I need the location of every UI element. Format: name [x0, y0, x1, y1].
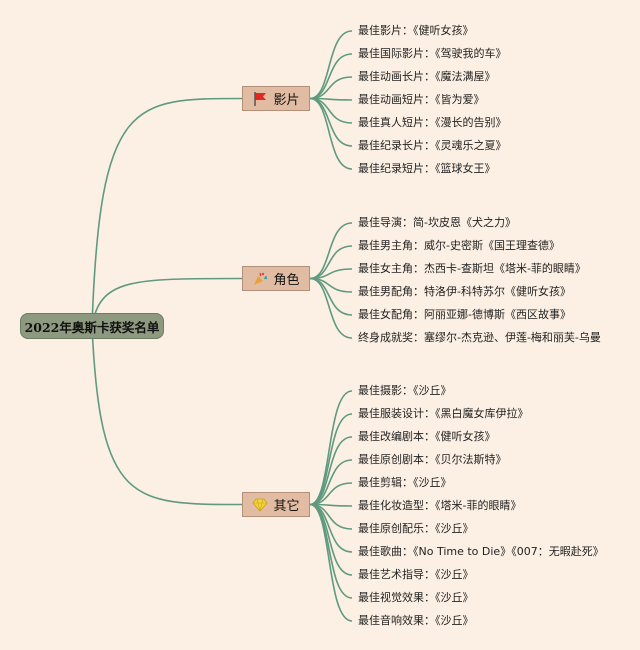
- leaf-item[interactable]: 最佳影片：《健听女孩》: [358, 24, 474, 37]
- leaf-item[interactable]: 最佳艺术指导：《沙丘》: [358, 568, 474, 581]
- leaf-item[interactable]: 终身成就奖：塞缪尔-杰克逊、伊莲-梅和丽芙-乌曼: [358, 331, 601, 344]
- leaf-item[interactable]: 最佳原创剧本：《贝尔法斯特》: [358, 453, 507, 466]
- connector-branch-1-leaf-7: [309, 97, 353, 170]
- leaf-item[interactable]: 最佳服装设计：《黑白魔女库伊拉》: [358, 407, 529, 420]
- leaf-item[interactable]: 最佳真人短片：《漫长的告别》: [358, 116, 507, 129]
- connector-root-to-1: [91, 97, 243, 327]
- branch-label: 角色: [273, 273, 300, 288]
- connector-root-to-2: [91, 277, 243, 327]
- connector-branch-3-leaf-1: [309, 390, 353, 506]
- leaf-item[interactable]: 最佳男主角：威尔-史密斯《国王理查德》: [358, 239, 560, 252]
- connector-branch-2-leaf-1: [309, 222, 353, 280]
- party-popper-icon: [252, 271, 268, 287]
- connector-branch-3-leaf-9: [309, 503, 353, 576]
- leaf-item[interactable]: 最佳视觉效果：《沙丘》: [358, 591, 474, 604]
- connector-branch-3-leaf-11: [309, 503, 353, 622]
- red-flag-icon: [252, 91, 268, 107]
- connector-branch-3-leaf-3: [309, 436, 353, 506]
- leaf-item[interactable]: 最佳女配角：阿丽亚娜-德博斯《西区故事》: [358, 308, 571, 321]
- leaf-item[interactable]: 最佳摄影：《沙丘》: [358, 384, 452, 397]
- branch-label: 影片: [273, 93, 300, 108]
- leaf-item[interactable]: 最佳纪录长片：《灵魂乐之夏》: [358, 139, 507, 152]
- branch-label: 其它: [273, 499, 300, 514]
- connector-branch-1-leaf-1: [309, 30, 353, 100]
- leaf-item[interactable]: 最佳纪录短片：《篮球女王》: [358, 162, 496, 175]
- branch-node-2[interactable]: 角色: [242, 266, 310, 291]
- leaf-item[interactable]: 最佳化妆造型：《塔米-菲的眼睛》: [358, 499, 522, 512]
- leaf-item[interactable]: 最佳动画长片：《魔法满屋》: [358, 70, 496, 83]
- connector-branch-3-leaf-2: [309, 413, 353, 506]
- branch-node-3[interactable]: 其它: [242, 492, 310, 517]
- branch-node-1[interactable]: 影片: [242, 86, 310, 111]
- leaf-item[interactable]: 最佳剪辑：《沙丘》: [358, 476, 452, 489]
- leaf-item[interactable]: 最佳国际影片：《驾驶我的车》: [358, 47, 507, 60]
- leaf-item[interactable]: 最佳音响效果：《沙丘》: [358, 614, 474, 627]
- root-node[interactable]: 2022年奥斯卡获奖名单: [20, 313, 164, 339]
- leaf-item[interactable]: 最佳导演：简-坎皮恩《犬之力》: [358, 216, 516, 229]
- leaf-item[interactable]: 最佳男配角：特洛伊-科特苏尔《健听女孩》: [358, 285, 571, 298]
- leaf-item[interactable]: 最佳改编剧本：《健听女孩》: [358, 430, 496, 443]
- connector-branch-2-leaf-5: [309, 277, 353, 316]
- leaf-item[interactable]: 最佳歌曲：《No Time to Die》《007：无暇赴死》: [358, 545, 604, 558]
- leaf-item[interactable]: 最佳女主角：杰西卡-查斯坦《塔米-菲的眼睛》: [358, 262, 586, 275]
- leaf-item[interactable]: 最佳原创配乐：《沙丘》: [358, 522, 474, 535]
- connector-branch-2-leaf-6: [309, 277, 353, 339]
- yellow-diamond-icon: [252, 497, 268, 513]
- connector-root-to-3: [91, 325, 243, 506]
- leaf-item[interactable]: 最佳动画短片：《皆为爱》: [358, 93, 485, 106]
- connector-branch-1-leaf-5: [309, 97, 353, 124]
